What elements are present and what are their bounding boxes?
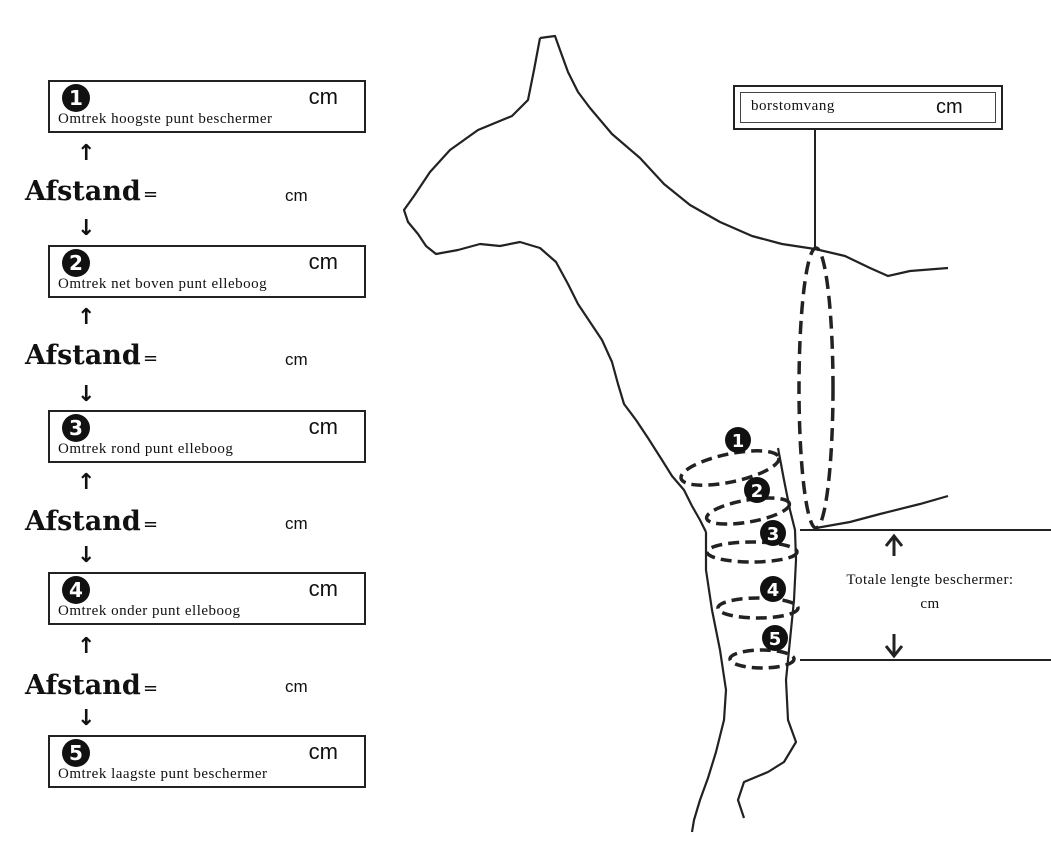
chest-box[interactable]: borstomvang cm [733, 85, 1003, 130]
leg-ring-3 [705, 540, 799, 564]
distance-eq-3: = [143, 514, 159, 535]
chest-label: borstomvang [751, 98, 835, 114]
total-down-arrow-icon [884, 634, 904, 659]
ring-marker-3: 3 [760, 520, 786, 546]
measure-label-4: Omtrek onder punt elleboog [58, 603, 241, 619]
svg-text:4: 4 [767, 580, 780, 601]
arrow-up-icon: ↑ [77, 141, 96, 166]
measure-unit-2: cm [308, 249, 338, 274]
number-badge-4: 4 [62, 576, 90, 604]
measure-box-2[interactable]: 2 cm Omtrek net boven punt elleboog [48, 245, 366, 298]
arrow-up-icon: ↑ [77, 634, 96, 659]
ring-marker-5: 5 [762, 625, 788, 651]
svg-text:2: 2 [751, 481, 764, 502]
number-badge-1: 1 [62, 84, 90, 112]
measure-label-5: Omtrek laagste punt beschermer [58, 766, 268, 782]
distance-unit-4: cm [285, 677, 308, 696]
measure-label-3: Omtrek rond punt elleboog [58, 441, 234, 457]
leg-ring-1 [679, 449, 781, 487]
measure-label-1: Omtrek hoogste punt beschermer [58, 111, 273, 127]
distance-label-3: Afstand [25, 506, 141, 537]
distance-eq-1: = [143, 184, 159, 205]
distance-eq-2: = [143, 348, 159, 369]
arrow-down-icon: ↓ [77, 216, 96, 241]
arrow-up-icon: ↑ [77, 470, 96, 495]
measure-unit-4: cm [308, 576, 338, 601]
measure-box-4[interactable]: 4 cm Omtrek onder punt elleboog [48, 572, 366, 625]
leg-ring-2 [704, 496, 792, 526]
distance-unit-1: cm [285, 186, 308, 205]
number-badge-3: 3 [62, 414, 90, 442]
dog-outline [539, 34, 949, 278]
ring-marker-1: 1 [725, 427, 751, 453]
chest-box-inner: borstomvang cm [740, 92, 996, 123]
number-badge-5: 5 [62, 739, 90, 767]
dog-head [402, 37, 707, 533]
distance-unit-2: cm [285, 350, 308, 369]
dog-belly [815, 494, 949, 530]
chest-ellipse [797, 246, 835, 530]
distance-eq-4: = [143, 678, 159, 699]
total-length: Totale lengte beschermer: cm [810, 568, 1050, 616]
arrow-up-icon: ↑ [77, 305, 96, 330]
measure-box-5[interactable]: 5 cm Omtrek laagste punt beschermer [48, 735, 366, 788]
arrow-down-icon: ↓ [77, 382, 96, 407]
measure-unit-3: cm [308, 414, 338, 439]
total-up-arrow-icon [884, 533, 904, 556]
svg-text:1: 1 [732, 431, 745, 452]
total-unit: cm [920, 596, 940, 612]
arrow-down-icon: ↓ [77, 706, 96, 731]
chest-unit: cm [936, 96, 963, 118]
number-badge-2: 2 [62, 249, 90, 277]
leg-ring-5 [728, 648, 796, 670]
svg-text:5: 5 [769, 629, 782, 650]
distance-label-1: Afstand [25, 176, 141, 207]
measure-unit-1: cm [308, 84, 338, 109]
ring-marker-4: 4 [760, 576, 786, 602]
ring-marker-2: 2 [744, 477, 770, 503]
measure-label-2: Omtrek net boven punt elleboog [58, 276, 268, 292]
leg-ring-4 [716, 596, 800, 620]
svg-text:3: 3 [767, 524, 780, 545]
dog-leg-back [736, 447, 798, 819]
measure-box-1[interactable]: 1 cm Omtrek hoogste punt beschermer [48, 80, 366, 133]
total-label: Totale lengte beschermer: [846, 572, 1014, 588]
distance-label-4: Afstand [25, 670, 141, 701]
arrow-down-icon: ↓ [77, 543, 96, 568]
measure-unit-5: cm [308, 739, 338, 764]
measure-box-3[interactable]: 3 cm Omtrek rond punt elleboog [48, 410, 366, 463]
distance-unit-3: cm [285, 514, 308, 533]
distance-label-2: Afstand [25, 340, 141, 371]
dog-leg [690, 532, 728, 833]
